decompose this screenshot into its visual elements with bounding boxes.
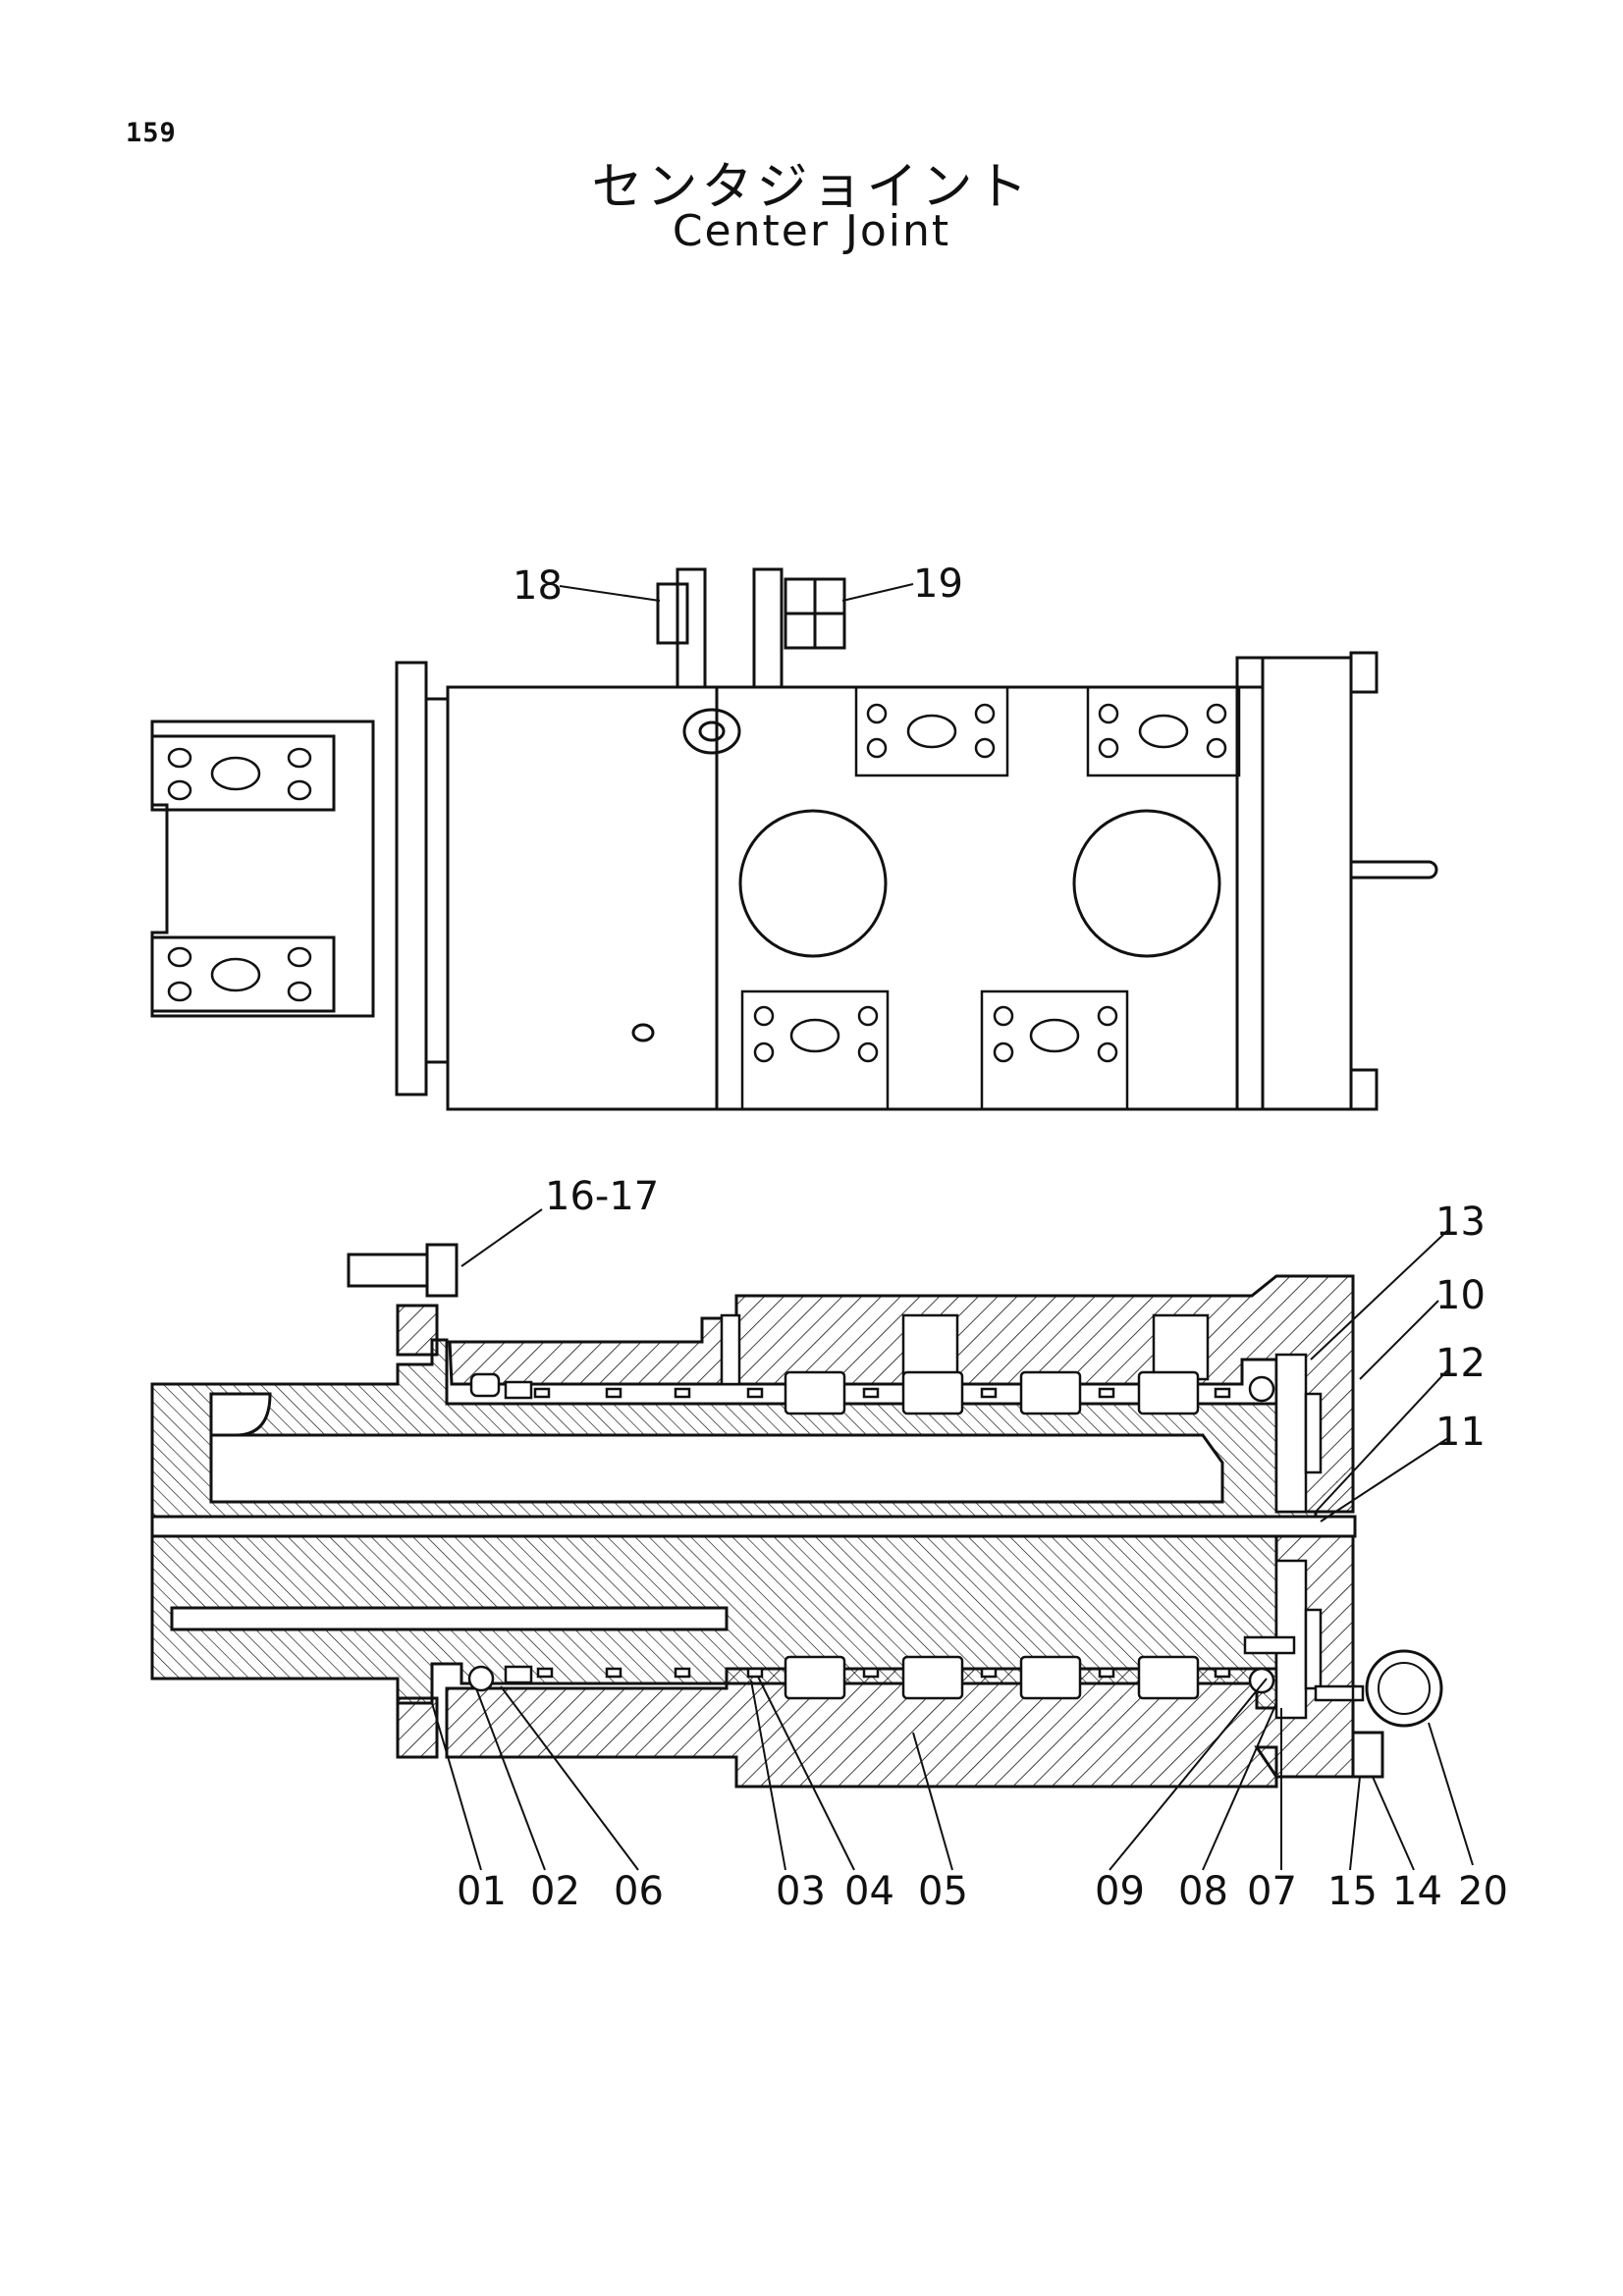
cover-bolt: [1351, 1731, 1384, 1779]
seal-grooves-upper: [469, 1370, 1275, 1415]
callout-03: 03: [776, 1869, 826, 1914]
callout-11: 11: [1435, 1410, 1486, 1455]
bracket-plate-lower: [150, 935, 336, 1013]
title-english: Center Joint: [672, 206, 951, 256]
stopper-pin: [656, 567, 846, 687]
central-bore: [150, 1515, 1357, 1538]
callout-15: 15: [1327, 1869, 1378, 1914]
callout-09: 09: [1095, 1869, 1145, 1914]
left-flange-ring: [424, 697, 450, 1064]
passage-lower: [170, 1606, 729, 1631]
callout-05: 05: [918, 1869, 968, 1914]
external-view: [150, 567, 1438, 1111]
mount-pads-top: [854, 687, 1241, 777]
callout-06: 06: [614, 1869, 664, 1914]
bolt-16-17: [347, 1243, 459, 1298]
section-view: [150, 1243, 1443, 1789]
callout-02: 02: [530, 1869, 580, 1914]
end-cover-internals: [1243, 1353, 1365, 1720]
callout-01: 01: [457, 1869, 507, 1914]
callout-13: 13: [1435, 1200, 1486, 1245]
callout-14: 14: [1392, 1869, 1442, 1914]
callout-08: 08: [1178, 1869, 1228, 1914]
leaders-section: [431, 1208, 1474, 1871]
passage-upper: [209, 1433, 1224, 1504]
title-japanese: センタジョイント: [591, 158, 1032, 217]
left-flange: [395, 661, 428, 1096]
end-cap: [1235, 656, 1353, 1111]
callout-labels: 18 19 16-17 13 10 12 11 01 02 06 03 04 0…: [457, 561, 1508, 1914]
callout-16-17: 16-17: [545, 1174, 659, 1219]
callout-10: 10: [1435, 1273, 1486, 1318]
callout-12: 12: [1435, 1341, 1486, 1386]
callout-19: 19: [913, 561, 963, 607]
leaders-top: [559, 583, 914, 602]
port-right: [1072, 809, 1221, 958]
section-ports-upper: [720, 1313, 1210, 1386]
bracket-bolts: [167, 747, 312, 1002]
section-flange: [396, 1304, 439, 1357]
bracket-plate-upper: [150, 734, 336, 812]
callout-07: 07: [1247, 1869, 1297, 1914]
callout-04: 04: [844, 1869, 894, 1914]
grease-fitting: [682, 708, 741, 755]
upper-rotor-section: [448, 1274, 1355, 1514]
seal-grooves-lower: [467, 1655, 1275, 1700]
port-left: [738, 809, 888, 958]
eye-bolt: [1365, 1649, 1443, 1728]
page-number: 159: [126, 118, 177, 148]
right-pin: [1351, 860, 1438, 880]
left-bracket: [150, 720, 375, 1018]
callout-18: 18: [513, 563, 563, 609]
callout-20: 20: [1458, 1869, 1508, 1914]
mount-pads-bottom: [740, 989, 1129, 1109]
